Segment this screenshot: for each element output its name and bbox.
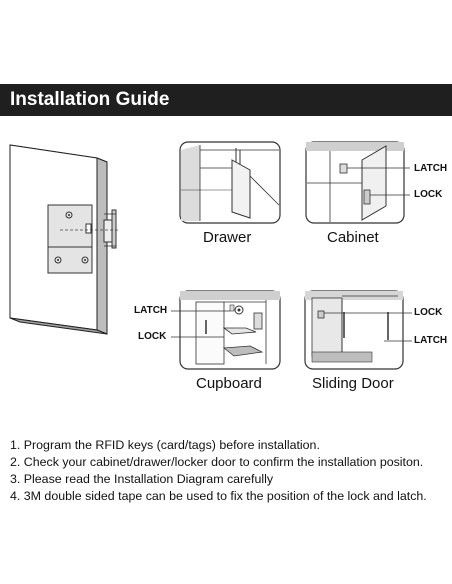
sliding-latch-callout: LATCH [414, 335, 448, 346]
cabinet-lock-callout: LOCK [414, 189, 443, 200]
sliding-lock-callout: LOCK [414, 307, 443, 318]
instruction-item: 4. 3M double sided tape can be used to f… [10, 489, 427, 503]
drawer-illustration [179, 141, 281, 224]
sliding-door-label: Sliding Door [312, 375, 394, 392]
cupboard-illustration [171, 290, 281, 370]
drawer-label: Drawer [203, 229, 252, 246]
instruction-item: 3. Please read the Installation Diagram … [10, 472, 274, 486]
cabinet-label: Cabinet [327, 229, 379, 246]
cupboard-lock-callout: LOCK [138, 331, 167, 342]
instruction-item: 2. Check your cabinet/drawer/locker door… [10, 455, 424, 469]
instruction-item: 1. Program the RFID keys (card/tags) bef… [10, 438, 320, 452]
cupboard-label: Cupboard [196, 375, 262, 392]
door-panel-illustration [9, 144, 120, 335]
instruction-list: 1. Program the RFID keys (card/tags) bef… [10, 437, 450, 505]
header-bar: Installation Guide [0, 84, 452, 116]
cupboard-latch-callout: LATCH [134, 305, 168, 316]
cabinet-latch-callout: LATCH [414, 163, 448, 174]
cabinet-illustration [305, 141, 410, 224]
sliding-door-illustration [304, 290, 412, 370]
page-title: Installation Guide [10, 89, 170, 110]
